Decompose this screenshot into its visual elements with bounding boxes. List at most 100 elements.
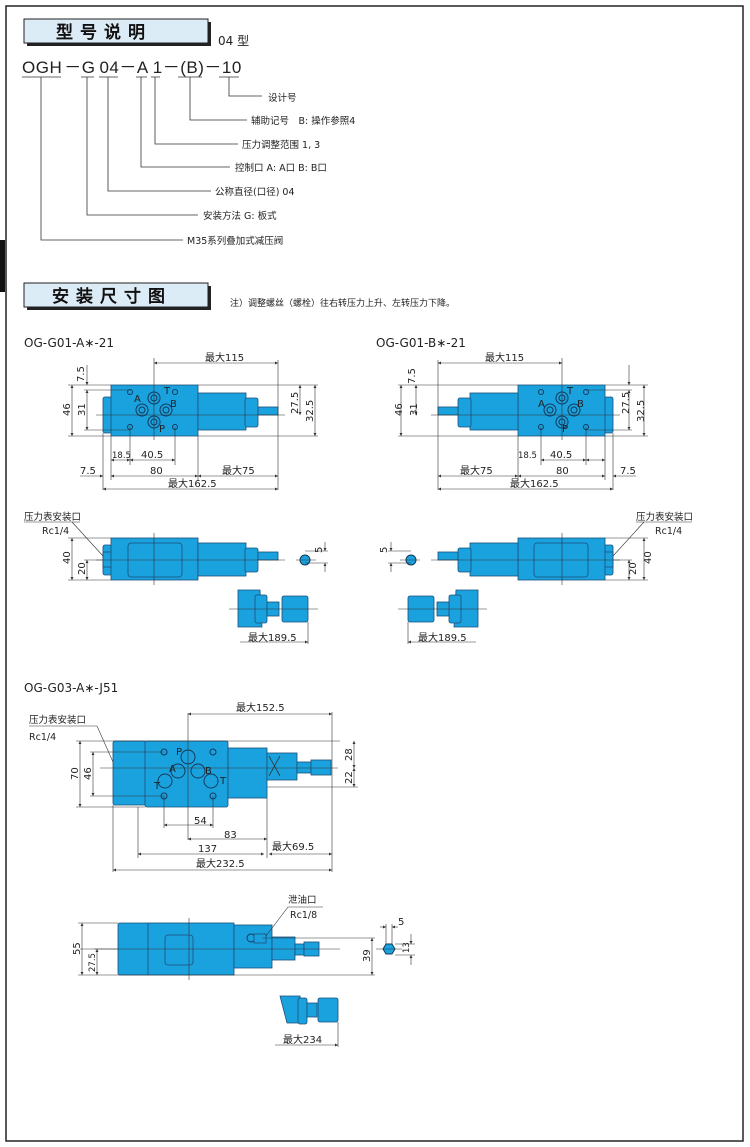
dim-31: 31 (409, 403, 420, 416)
dim-40: 40 (643, 551, 654, 564)
dim-18-5: 18.5 (518, 451, 537, 461)
code-dash: － (163, 58, 181, 77)
dim-max75: 最大75 (222, 464, 255, 477)
code-dash: － (204, 58, 222, 77)
dim-80: 80 (556, 466, 569, 477)
dim-max75: 最大75 (460, 464, 493, 477)
gauge-thread-label: Rc1/4 (29, 732, 56, 743)
dim-max189-5: 最大189.5 (248, 631, 297, 644)
code-series: OGH (22, 58, 62, 77)
port-label-p: P (159, 424, 165, 435)
code-aux: (B) (180, 58, 204, 77)
top-view (29, 712, 358, 872)
code-design: 10 (222, 58, 242, 77)
dim-max69-5: 最大69.5 (272, 840, 314, 853)
gauge-port-label: 压力表安装口 (29, 714, 86, 726)
port-label-b: B (170, 399, 177, 410)
model-type: 04 型 (218, 34, 249, 48)
dim-max234: 最大234 (283, 1033, 322, 1046)
port-label-t: T (153, 781, 161, 792)
gauge-port-label: 压力表安装口 (24, 511, 81, 523)
dim-137: 137 (198, 844, 217, 855)
page-border (5, 5, 744, 1142)
dim-28: 28 (344, 748, 355, 761)
side-view (78, 906, 415, 1047)
section-installation-dimensions: 安装尺寸图 注）调整螺丝（螺栓）往右转压力上升、左转压力下降。 (23, 282, 455, 310)
gauge-thread-label: Rc1/4 (42, 526, 69, 537)
gauge-thread-label: Rc1/4 (655, 526, 682, 537)
dim-27-5: 27.5 (88, 953, 98, 972)
section-title-dimensions: 安装尺寸图 (52, 286, 172, 307)
dim-46: 46 (83, 767, 94, 780)
dim-32-5: 32.5 (305, 400, 316, 422)
port-label-b: B (577, 399, 584, 410)
drawing-title: OG-G03-A∗-J51 (24, 681, 118, 695)
page-edge-marker (0, 240, 5, 292)
dim-31: 31 (77, 403, 88, 416)
dim-max162-5: 最大162.5 (168, 477, 217, 490)
code-dash: － (64, 58, 82, 77)
side-view (24, 522, 328, 644)
dim-7-5: 7.5 (76, 366, 87, 382)
legend-aux-symbol: 辅助记号 B: 操作参照4 (251, 115, 355, 127)
dim-18-5: 18.5 (112, 451, 131, 461)
dim-54: 54 (194, 816, 207, 827)
dim-7-5: 7.5 (407, 368, 418, 384)
dim-20: 20 (77, 562, 88, 575)
dim-32-5: 32.5 (636, 400, 647, 422)
code-pressure-range: 1 (153, 58, 163, 77)
legend-mounting: 安装方法 G: 板式 (203, 210, 277, 222)
gauge-port-label: 压力表安装口 (636, 511, 693, 523)
dim-5: 5 (398, 917, 404, 928)
dim-40: 40 (62, 551, 73, 564)
dim-max232-5: 最大232.5 (196, 857, 245, 870)
dim-max115: 最大115 (205, 351, 244, 364)
port-label-a: A (538, 399, 545, 410)
legend-control-port: 控制口 A: A口 B: B口 (235, 162, 327, 174)
dim-39: 39 (362, 949, 373, 962)
legend-nominal-size: 公称直径(口径) 04 (215, 186, 295, 198)
dim-46: 46 (394, 403, 405, 416)
leader-lines (22, 76, 262, 241)
port-label-a: A (169, 764, 176, 775)
dim-7-5: 7.5 (80, 466, 96, 477)
port-label-a: A (134, 394, 141, 405)
drawing-og-g01-b: OG-G01-B∗-21 A B T P 最大115 7.5 46 31 27.… (376, 336, 693, 644)
section-title-model: 型号说明 (56, 22, 152, 43)
code-control-port: A (137, 58, 149, 77)
top-view (68, 358, 318, 490)
port-label-t: T (219, 776, 227, 787)
dim-5: 5 (314, 547, 325, 553)
dim-5: 5 (379, 547, 390, 553)
port-label-p: P (562, 424, 568, 435)
drain-port-label: 泄油口 (288, 894, 317, 906)
dim-40-5: 40.5 (550, 450, 572, 461)
dim-20: 20 (628, 562, 639, 575)
drawing-og-g01-a: OG-G01-A∗-21 A B T P 最大115 7.5 46 31 27.… (24, 336, 328, 644)
code-dash: － (119, 58, 137, 77)
dim-80: 80 (150, 466, 163, 477)
port-label-t: T (566, 386, 574, 397)
dim-max189-5: 最大189.5 (418, 631, 467, 644)
dim-22: 22 (344, 771, 355, 784)
dim-27-5: 27.5 (290, 392, 301, 414)
dim-40-5: 40.5 (141, 450, 163, 461)
dim-46: 46 (62, 403, 73, 416)
dim-7-5: 7.5 (620, 466, 636, 477)
drawing-og-g03-a: OG-G03-A∗-J51 (24, 681, 415, 1047)
port-label-t: T (163, 386, 171, 397)
dim-27-5: 27.5 (621, 392, 632, 414)
dim-max162-5: 最大162.5 (510, 477, 559, 490)
port-label-b: B (205, 766, 212, 777)
port-label-p: P (176, 747, 182, 758)
dim-13: 13 (402, 942, 412, 953)
legend-design-no: 设计号 (268, 92, 297, 104)
dim-83: 83 (224, 830, 237, 841)
code-mounting: G (82, 58, 96, 77)
title-box (23, 282, 209, 308)
dim-70: 70 (70, 767, 81, 780)
legend-pressure-range: 压力调整范围 1, 3 (242, 139, 320, 151)
